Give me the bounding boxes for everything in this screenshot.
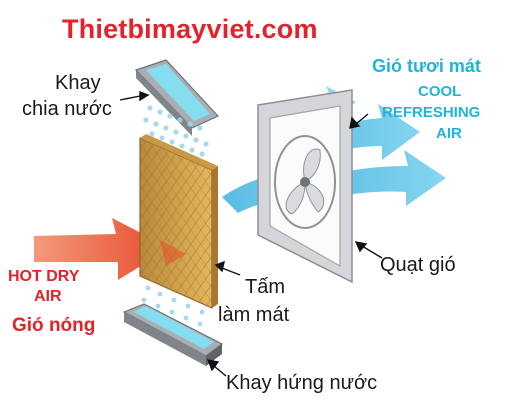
label-fan: Quạt gió: [380, 254, 456, 276]
label-cooling-pad-line1: Tấm: [245, 276, 285, 298]
cooling-pad: [139, 134, 218, 309]
label-bottom-tray: Khay hứng nước: [226, 372, 378, 394]
hot-air-arrow: [34, 218, 170, 280]
label-fresh-air-vi: Gió tươi mát: [372, 56, 481, 76]
label-hot-air-en-line2: AIR: [34, 288, 62, 305]
label-fresh-air-en-line3: AIR: [436, 125, 462, 142]
site-title: Thietbimayviet.com: [62, 14, 318, 44]
hot-air-entry: [160, 240, 186, 266]
water-drops-top: [143, 105, 209, 157]
water-distribution-tray: [134, 59, 220, 136]
label-cooling-pad-line2: làm mát: [218, 304, 290, 326]
water-drops-bottom: [141, 285, 205, 327]
label-fresh-air-en-line1: COOL: [418, 83, 462, 100]
label-hot-air-vi: Gió nóng: [12, 315, 96, 336]
fan-blades: [285, 148, 325, 215]
label-hot-air-en-line1: HOT DRY: [8, 268, 80, 285]
label-top-tray-line2: chia nước: [22, 98, 112, 120]
label-top-tray-line1: Khay: [55, 72, 101, 94]
label-fresh-air-en-line2: REFRESHING: [382, 104, 481, 121]
fan-housing: [257, 89, 353, 284]
pointer-arrows: [119, 90, 383, 377]
